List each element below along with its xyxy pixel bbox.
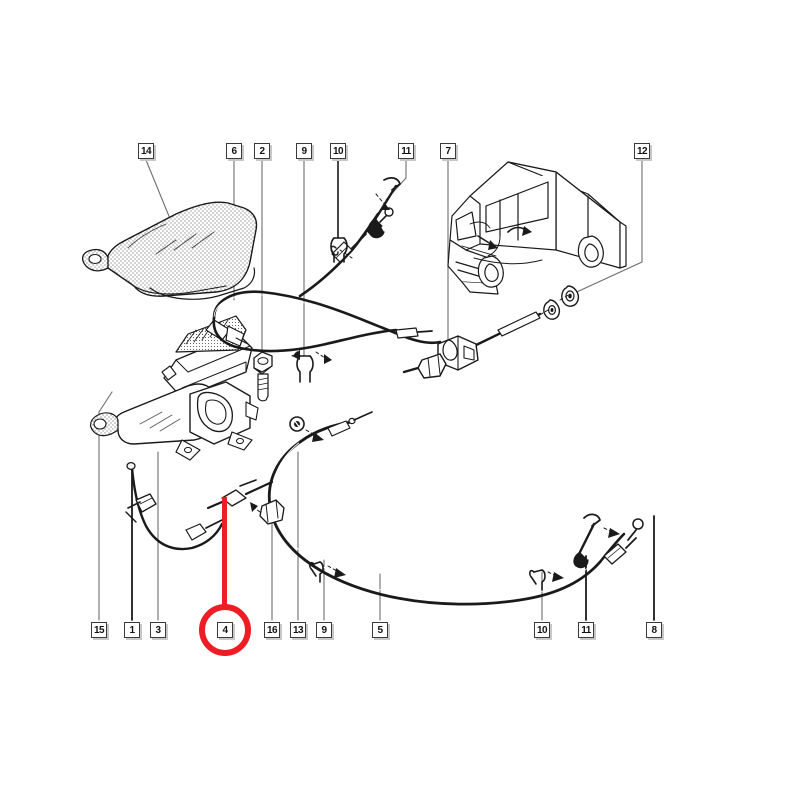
callout-label-10[interactable]: 10 bbox=[534, 622, 550, 638]
part-grommet-13 bbox=[289, 416, 324, 442]
callout-label-6[interactable]: 6 bbox=[226, 143, 242, 159]
leader-lines-bottom bbox=[98, 391, 655, 621]
callout-label-11[interactable]: 11 bbox=[398, 143, 414, 159]
part-front-cable-3 bbox=[125, 461, 224, 551]
callout-label-4[interactable]: 4 bbox=[217, 622, 233, 638]
callout-label-16[interactable]: 16 bbox=[264, 622, 280, 638]
clip-glyph-bottom-9 bbox=[309, 561, 346, 583]
leader-lines-top bbox=[145, 159, 643, 373]
callout-label-12[interactable]: 12 bbox=[634, 143, 650, 159]
clip-glyphs-middle bbox=[291, 237, 348, 383]
callout-label-15[interactable]: 15 bbox=[91, 622, 107, 638]
part-cable-branch-upper bbox=[298, 177, 401, 298]
part-rear-cable-5 bbox=[267, 411, 602, 606]
part-guide-clip-16 bbox=[250, 499, 285, 525]
callout-label-11[interactable]: 11 bbox=[578, 622, 594, 638]
part-bolt-2 bbox=[253, 351, 273, 402]
callout-label-7[interactable]: 7 bbox=[440, 143, 456, 159]
highlight-leader-line bbox=[221, 497, 227, 606]
callout-label-13[interactable]: 13 bbox=[290, 622, 306, 638]
part-gaiter-14 bbox=[81, 201, 258, 300]
callout-label-8[interactable]: 8 bbox=[646, 622, 662, 638]
clip-glyph-bottom-10 bbox=[529, 569, 564, 591]
callout-label-1[interactable]: 1 bbox=[124, 622, 140, 638]
part-lever-1 bbox=[90, 381, 259, 461]
part-nuts-12 bbox=[537, 285, 580, 320]
part-equaliser-7 bbox=[402, 311, 542, 379]
callout-label-3[interactable]: 3 bbox=[150, 622, 166, 638]
part-primary-cable-6 bbox=[212, 290, 442, 353]
part-adjuster-sleeve-4 bbox=[206, 479, 274, 510]
highlight-ring-item-4 bbox=[199, 604, 251, 656]
callout-label-14[interactable]: 14 bbox=[138, 143, 154, 159]
vehicle-van-illustration bbox=[447, 161, 627, 295]
callout-label-10[interactable]: 10 bbox=[330, 143, 346, 159]
callout-label-2[interactable]: 2 bbox=[254, 143, 270, 159]
callout-label-9[interactable]: 9 bbox=[316, 622, 332, 638]
callout-label-5[interactable]: 5 bbox=[372, 622, 388, 638]
callout-label-9[interactable]: 9 bbox=[296, 143, 312, 159]
part-right-end-fittings bbox=[573, 513, 644, 569]
